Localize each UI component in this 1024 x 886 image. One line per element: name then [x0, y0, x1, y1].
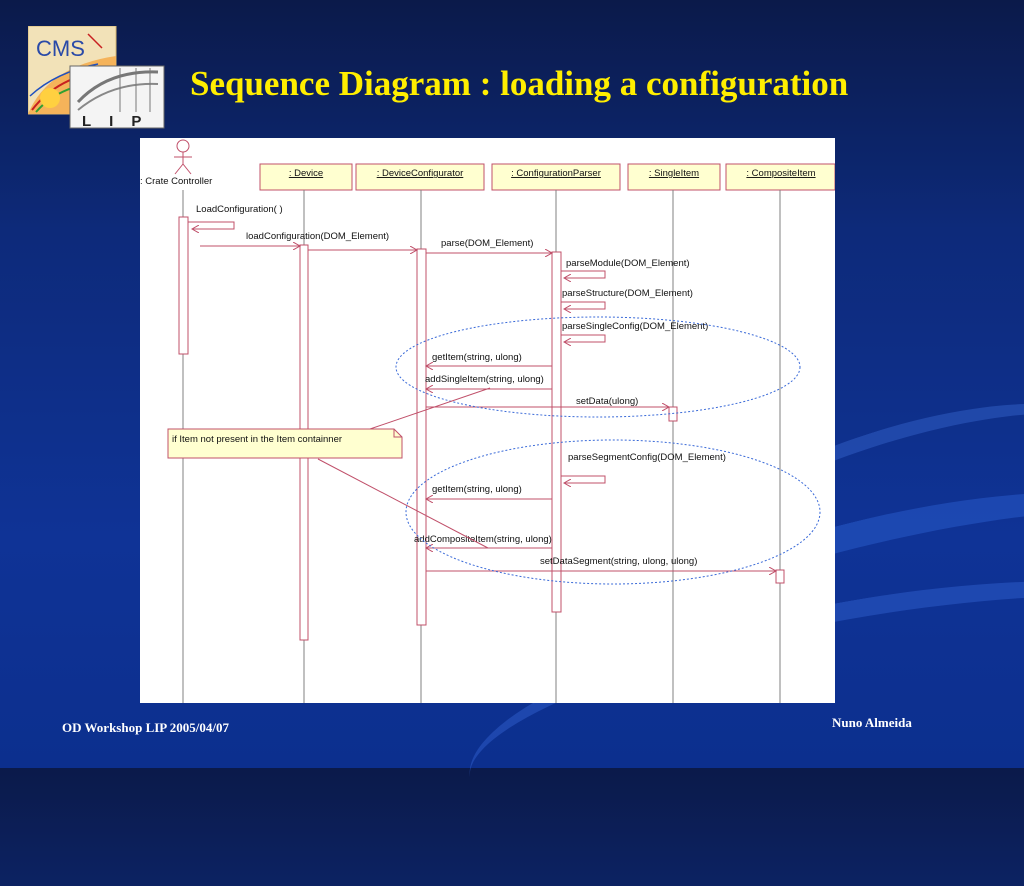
- message-label: parse(DOM_Element): [441, 238, 533, 249]
- note-text: if Item not present in the Item containn…: [172, 434, 342, 445]
- slide-title: Sequence Diagram : loading a configurati…: [190, 64, 849, 103]
- object-box-device: : Device: [259, 163, 353, 191]
- message-label: addCompositeItem(string, ulong): [414, 534, 552, 545]
- message-label: addSingleItem(string, ulong): [425, 374, 544, 385]
- actor-icon: [174, 139, 192, 175]
- message-label: LoadConfiguration( ): [196, 204, 283, 215]
- object-box-compositeitem: : CompositeItem: [725, 163, 835, 191]
- highlight-ellipse: [405, 439, 821, 585]
- message-label: parseSingleConfig(DOM_Element): [562, 321, 708, 332]
- object-box-singleitem: : SingleItem: [627, 163, 721, 191]
- object-box-deviceconfigurator: : DeviceConfigurator: [355, 163, 485, 191]
- lip-logo-text: LIP: [82, 113, 159, 130]
- object-box-configurationparser: : ConfigurationParser: [491, 163, 621, 191]
- message-label: getItem(string, ulong): [432, 484, 522, 495]
- message-label: setData(ulong): [576, 396, 638, 407]
- highlight-ellipse: [395, 316, 801, 418]
- diagram-note: if Item not present in the Item containn…: [167, 387, 491, 549]
- object-label: : SingleItem: [649, 168, 699, 179]
- object-label: : DeviceConfigurator: [377, 168, 464, 179]
- message-label: setDataSegment(string, ulong, ulong): [540, 556, 697, 567]
- cms-logo-text: CMS: [36, 36, 85, 61]
- message-label: parseStructure(DOM_Element): [562, 288, 693, 299]
- actor-label: : Crate Controller: [140, 176, 212, 187]
- cms-lip-logo: CMS LIP: [28, 26, 165, 130]
- footer-event-date: OD Workshop LIP 2005/04/07: [62, 720, 229, 735]
- object-label: : CompositeItem: [746, 168, 815, 179]
- sequence-diagram-canvas: : Crate Controller : Device : DeviceConf…: [140, 139, 835, 703]
- message-label: getItem(string, ulong): [432, 352, 522, 363]
- footer-author: Nuno Almeida: [832, 715, 912, 730]
- object-label: : Device: [289, 168, 323, 179]
- message-label: loadConfiguration(DOM_Element): [246, 231, 389, 242]
- sequence-diagram: : Crate Controller : Device : DeviceConf…: [140, 138, 835, 703]
- message-label: parseSegmentConfig(DOM_Element): [568, 452, 726, 463]
- object-label: : ConfigurationParser: [511, 168, 601, 179]
- message-label: parseModule(DOM_Element): [566, 258, 690, 269]
- message-arrows: [188, 221, 776, 571]
